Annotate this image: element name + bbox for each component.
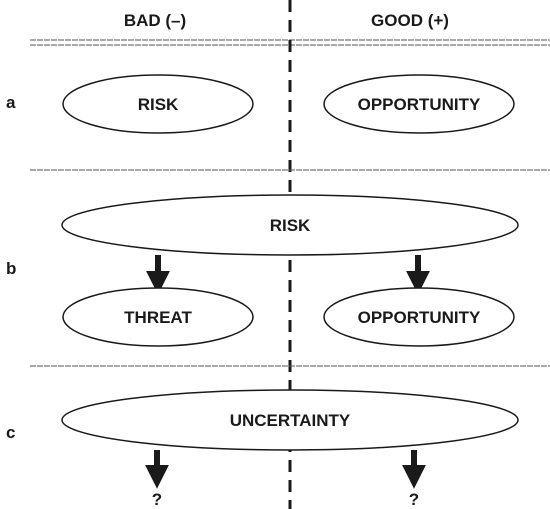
ellipse-a-left bbox=[62, 74, 254, 134]
ellipse-b-left-label: THREAT bbox=[124, 308, 192, 327]
row-label-a: a bbox=[6, 93, 16, 112]
ellipse-c-top-label: UNCERTAINTY bbox=[230, 411, 351, 430]
ellipse-a-right bbox=[323, 74, 515, 134]
ellipse-c-top bbox=[61, 389, 519, 451]
ellipse-b-top-label: RISK bbox=[270, 216, 311, 235]
column-header-good: GOOD (+) bbox=[371, 11, 449, 30]
ellipse-a-left-label: RISK bbox=[138, 95, 179, 114]
ellipse-a-right-label: OPPORTUNITY bbox=[358, 95, 481, 114]
outcome-c-right: ? bbox=[409, 490, 419, 509]
ellipse-b-top bbox=[61, 194, 519, 256]
ellipse-b-right bbox=[323, 287, 515, 347]
column-header-bad: BAD (–) bbox=[124, 11, 186, 30]
row-label-b: b bbox=[6, 259, 16, 278]
ellipse-b-right-label: OPPORTUNITY bbox=[358, 308, 481, 327]
outcome-c-left: ? bbox=[152, 490, 162, 509]
row-label-c: c bbox=[6, 423, 15, 442]
ellipse-b-left bbox=[62, 287, 254, 347]
